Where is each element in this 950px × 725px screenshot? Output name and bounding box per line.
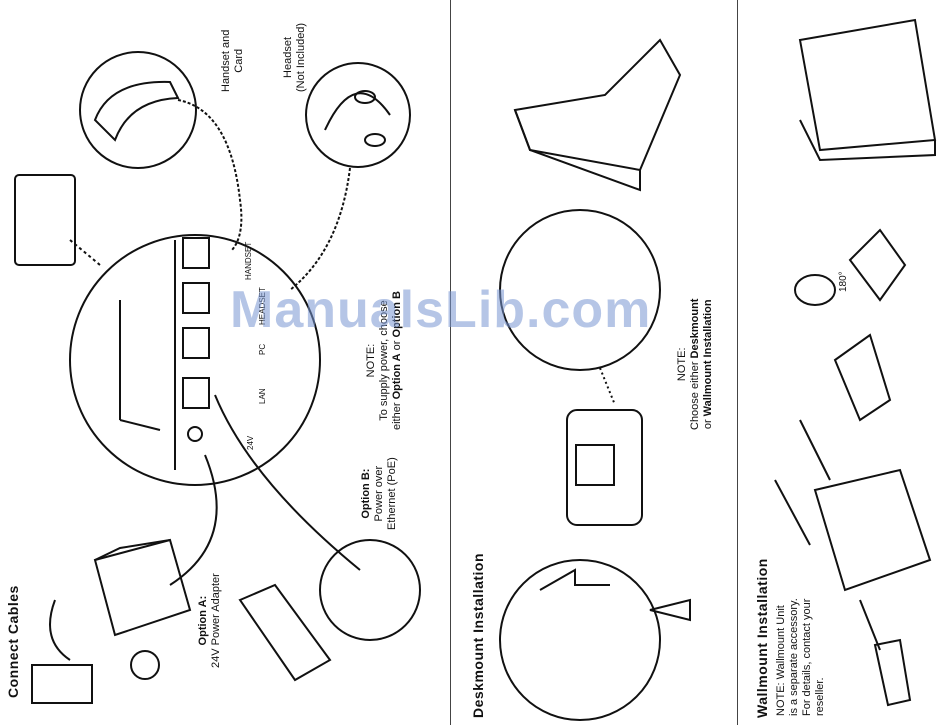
wallmount-note: NOTE: Wallmount Unit is a separate acces… — [775, 598, 826, 716]
headset-port — [182, 282, 210, 314]
port-closeup-circle — [69, 234, 321, 486]
screwdriver-shaft — [859, 599, 881, 651]
power-port — [187, 426, 203, 442]
poe-switch — [238, 583, 332, 682]
wall-outlet — [31, 664, 93, 704]
port-label-lan: LAN — [258, 388, 267, 404]
option-a-label: Option A: 24V Power Adapter — [197, 573, 222, 668]
wall-bracket-detail — [848, 228, 907, 302]
deskmount-heading: Deskmount Installation — [470, 552, 486, 718]
phone-thumbnail — [14, 174, 76, 266]
screwdriver-handle — [873, 638, 912, 707]
port-label-24v: 24V — [246, 435, 255, 450]
pc-port — [182, 327, 210, 359]
deskmount-closeup-2 — [499, 559, 661, 721]
deskmount-note: NOTE: Choose either Deskmount or Wallmou… — [676, 298, 714, 430]
headset-icon — [324, 92, 391, 131]
deskmount-base — [566, 409, 643, 526]
handset-icon — [93, 80, 180, 142]
option-b-label: Option B: Power over Ethernet (PoE) — [360, 457, 398, 530]
port-label-handset: HANDSET — [244, 241, 253, 280]
power-adapter — [93, 538, 192, 637]
connect-cables-heading: Connect Cables — [5, 585, 21, 698]
deskmount-closeup-1 — [499, 209, 661, 371]
handset-card-label: Handset and Card — [220, 29, 245, 92]
headset-label: Headset (Not Included) — [282, 22, 307, 92]
handset-circle — [79, 51, 197, 169]
lan-port — [182, 377, 210, 409]
wallmount-plate — [813, 468, 932, 592]
wallmount-heading: Wallmount Installation — [754, 558, 770, 718]
port-label-pc: PC — [258, 343, 267, 355]
rotation-angle-label: 180° — [838, 271, 849, 292]
headset-circle — [305, 62, 411, 168]
deskmount-phone — [513, 38, 682, 172]
watermark: ManualsLib.com — [230, 281, 652, 339]
column-divider-2 — [737, 0, 738, 725]
column-divider-1 — [450, 0, 451, 725]
handset-port — [182, 237, 210, 269]
wallmount-phone — [798, 18, 937, 152]
poe-closeup-circle — [319, 539, 421, 641]
